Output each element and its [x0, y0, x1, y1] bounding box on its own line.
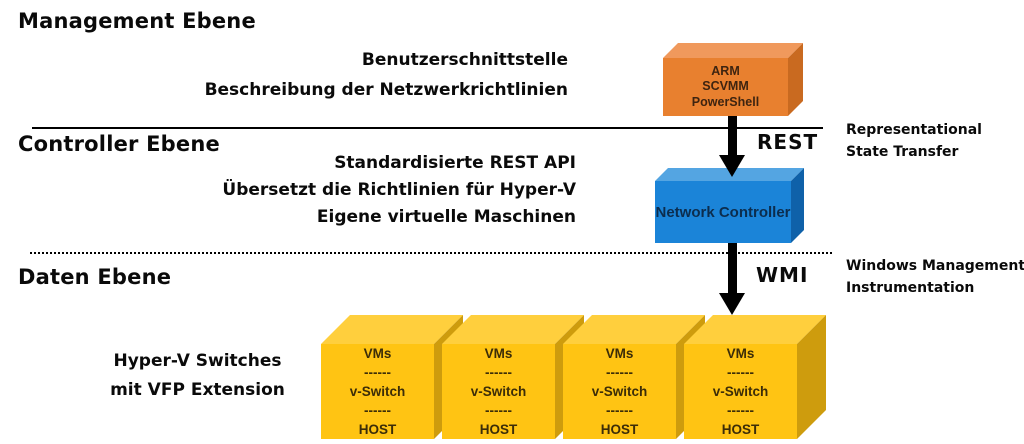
management-description: Benutzerschnittstelle Beschreibung der N… — [205, 45, 568, 105]
host-box-divider-line: ------ — [485, 403, 512, 418]
host-box-line: v-Switch — [470, 384, 527, 399]
host-box-line: VMs — [605, 346, 634, 361]
wmi-annotation-line: Windows Management — [846, 258, 1024, 274]
controller-data-divider — [30, 252, 832, 254]
management-node-front-face: ARM SCVMM PowerShell — [663, 58, 788, 116]
rest-arrow-head — [719, 155, 745, 177]
host-box-front-face: VMs ------ v-Switch ------ HOST — [321, 344, 434, 439]
controller-description-line: Eigene virtuelle Maschinen — [316, 207, 576, 227]
management-controller-divider — [32, 127, 823, 129]
host-box-divider-line: ------ — [364, 365, 391, 380]
management-description-line: Beschreibung der Netzwerkrichtlinien — [204, 80, 568, 100]
host-box-divider-line: ------ — [727, 365, 754, 380]
wmi-arrow-head — [719, 293, 745, 315]
host-box-front-face: VMs ------ v-Switch ------ HOST — [563, 344, 676, 439]
rest-connector-label: REST — [757, 130, 819, 154]
management-node-top-face — [663, 43, 803, 58]
data-description-line: Hyper-V Switches — [113, 351, 282, 371]
host-box-divider-line: ------ — [364, 403, 391, 418]
management-node-line: ARM — [711, 63, 740, 78]
host-box-line: VMs — [363, 346, 392, 361]
host-box-line: VMs — [726, 346, 755, 361]
host-box-divider-line: ------ — [485, 365, 512, 380]
management-node-line: PowerShell — [691, 94, 760, 109]
host-box-line: VMs — [484, 346, 513, 361]
management-node-line: SCVMM — [702, 79, 749, 94]
host-box-divider-line: ------ — [727, 403, 754, 418]
host-box-front-face: VMs ------ v-Switch ------ HOST — [442, 344, 555, 439]
host-box-divider-line: ------ — [606, 403, 633, 418]
rest-annotation-line: Representational — [846, 122, 982, 138]
controller-description: Standardisierte REST API Übersetzt die R… — [222, 150, 576, 231]
rest-connector-annotation: Representational State Transfer — [846, 119, 982, 163]
wmi-connector-label: WMI — [756, 263, 809, 287]
rest-arrow-shaft — [727, 116, 737, 155]
host-box-line: v-Switch — [591, 384, 648, 399]
management-node-side-face — [788, 43, 803, 116]
network-controller-label: Network Controller — [655, 203, 791, 221]
host-box-line: HOST — [600, 422, 639, 437]
host-box-line: HOST — [479, 422, 518, 437]
wmi-annotation-line: Instrumentation — [846, 280, 975, 296]
network-controller-front-face: Network Controller — [655, 181, 791, 243]
controller-description-line: Standardisierte REST API — [334, 153, 576, 173]
rest-annotation-line: State Transfer — [846, 144, 959, 160]
host-box-divider-line: ------ — [606, 365, 633, 380]
host-box-line: v-Switch — [349, 384, 406, 399]
wmi-connector-annotation: Windows Management Instrumentation — [846, 255, 1024, 299]
controller-layer-label: Controller Ebene — [18, 132, 220, 156]
network-controller-side-face — [791, 168, 804, 243]
data-description: Hyper-V Switches mit VFP Extension — [80, 347, 315, 405]
data-layer-label: Daten Ebene — [18, 265, 172, 289]
host-box-front-face: VMs ------ v-Switch ------ HOST — [684, 344, 797, 439]
management-layer-label: Management Ebene — [18, 9, 256, 33]
host-box-line: HOST — [358, 422, 397, 437]
host-box-line: HOST — [721, 422, 760, 437]
wmi-arrow-shaft — [727, 243, 737, 293]
management-description-line: Benutzerschnittstelle — [361, 50, 568, 70]
host-box-line: v-Switch — [712, 384, 769, 399]
data-description-line: mit VFP Extension — [110, 380, 285, 400]
controller-description-line: Übersetzt die Richtlinien für Hyper-V — [222, 180, 576, 200]
